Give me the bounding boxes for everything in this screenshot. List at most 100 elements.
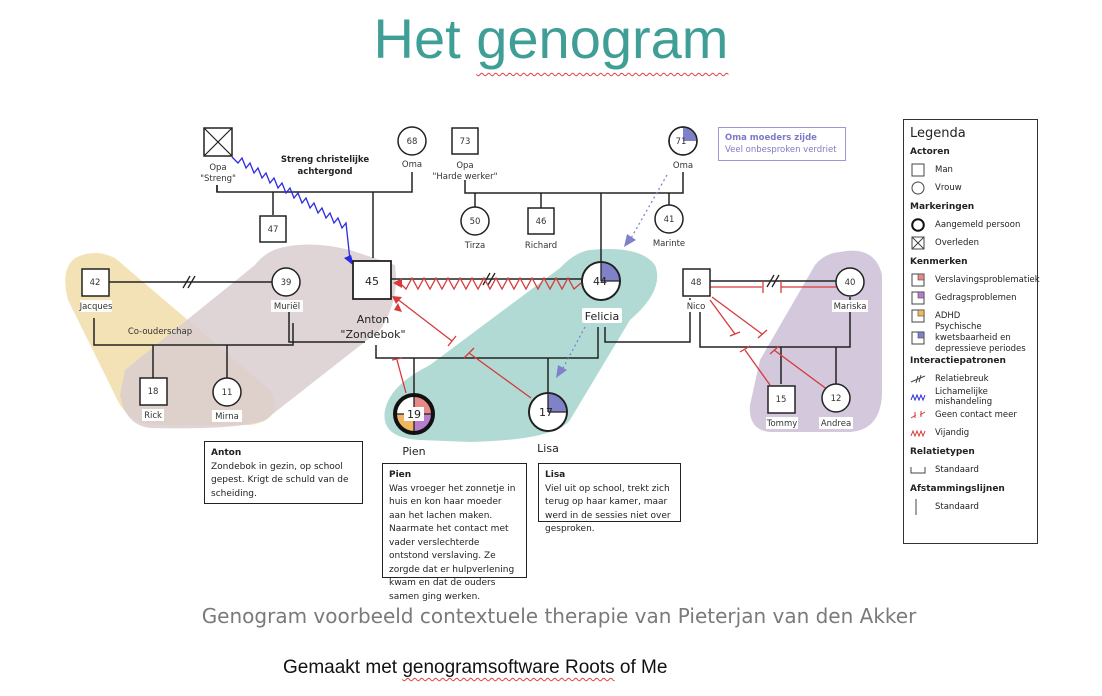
legend-item-afstamming-standaard: Standaard — [910, 498, 1037, 516]
slide-subtitle: Genogram voorbeeld contextuele therapie … — [201, 604, 917, 628]
person-tommy[interactable]: 15 Tommy — [766, 385, 798, 429]
legend-item-relatiebreuk: Relatiebreuk — [910, 370, 1037, 388]
legend-section-afstamming: Afstammingslijnen — [910, 484, 1005, 494]
person-name: Felicia — [585, 310, 619, 323]
legend-item-adhd: ADHD — [910, 307, 1037, 325]
person-age: 46 — [536, 217, 547, 227]
person-name: Tirza — [464, 241, 485, 251]
legend-label: Standaard — [935, 465, 979, 475]
legend-section-relatietypen: Relatietypen — [910, 447, 975, 457]
person-muriel[interactable]: 39 Muriël — [271, 267, 303, 312]
legend-item-psychisch: Psychische kwetsbaarheid en depressieve … — [910, 322, 1037, 354]
note-anton: Anton Zondebok in gezin, op school gepes… — [204, 441, 363, 504]
person-tirza[interactable]: 50 Tirza — [460, 206, 490, 251]
person-opa-streng[interactable]: Opa "Streng" — [200, 127, 236, 184]
crossed-square-icon — [910, 235, 926, 251]
note-heading: Anton — [211, 448, 242, 458]
person-pien[interactable]: 19 Pien — [393, 393, 435, 458]
marker-adhd-icon — [910, 308, 926, 324]
person-age: 40 — [845, 278, 856, 288]
descent-line-icon — [910, 499, 926, 515]
person-anton[interactable]: 45 Anton "Zondebok" — [340, 260, 406, 341]
relationship-line-icon — [910, 462, 926, 478]
callout-text: Veel onbesproken verdriet — [725, 145, 837, 155]
person-name: Rick — [144, 411, 162, 421]
legend-label: Vrouw — [935, 183, 962, 193]
person-name: Marinte — [653, 239, 685, 249]
person-age: 45 — [365, 275, 379, 288]
legend-item-mishandeling: Lichamelijke mishandeling — [910, 387, 1037, 407]
person-name: Richard — [525, 241, 557, 251]
person-rick[interactable]: 18 Rick — [139, 377, 168, 421]
credit-prefix: Gemaakt met — [283, 657, 398, 678]
bold-circle-icon — [910, 217, 926, 233]
person-uncle-47[interactable]: 47 — [259, 215, 287, 243]
note-heading: Lisa — [545, 470, 566, 480]
note-heading: Pien — [389, 470, 412, 480]
person-lisa[interactable]: 17 Lisa — [528, 392, 568, 455]
relationship-break-icon — [910, 371, 926, 387]
person-opa-harde-werker[interactable]: 73 Opa "Harde werker" — [432, 127, 498, 182]
person-marinte[interactable]: 41 Marinte — [653, 204, 685, 249]
person-age: 12 — [831, 394, 842, 404]
person-name: Pien — [402, 445, 425, 458]
legend-item-aangemeld: Aangemeld persoon — [910, 216, 1037, 234]
legend-label: Standaard — [935, 502, 979, 512]
person-age: 42 — [90, 278, 101, 288]
marker-psychisch-icon — [910, 330, 926, 346]
legend-item-vijandig: Vijandig — [910, 424, 1037, 442]
person-age: 71 — [676, 137, 687, 147]
callout-heading: Oma moeders zijde — [725, 133, 817, 143]
legend-section-interactie: Interactiepatronen — [910, 356, 1006, 366]
note-text: Was vroeger het zonnetje in huis en kon … — [389, 483, 516, 602]
legend-label: Verslavingsproblematiek — [935, 275, 1040, 285]
person-nickname: "Zondebok" — [340, 328, 405, 341]
person-age: 73 — [460, 137, 471, 147]
person-age: 47 — [268, 225, 279, 235]
legend-item-gedrag: Gedragsproblemen — [910, 289, 1037, 307]
person-mirna[interactable]: 11 Mirna — [212, 377, 242, 422]
person-felicia[interactable]: 44 Felicia — [581, 261, 622, 323]
person-name: Tommy — [766, 419, 798, 429]
group-felicia-pien-lisa — [384, 249, 658, 442]
annotation-coparenting: Co-ouderschap — [128, 327, 192, 337]
note-text: Viel uit op school, trekt zich terug op … — [545, 483, 671, 535]
person-name: Oma — [673, 161, 693, 171]
title-word-1: Het — [373, 7, 461, 70]
person-oma-paternal[interactable]: 68 Oma — [397, 126, 427, 170]
person-jacques[interactable]: 42 Jacques — [79, 268, 113, 312]
person-name: Muriël — [274, 302, 300, 312]
person-name: Oma — [402, 160, 422, 170]
person-age: 19 — [407, 408, 421, 421]
legend-label: Gedragsproblemen — [935, 293, 1017, 303]
note-pien: Pien Was vroeger het zonnetje in huis en… — [382, 463, 527, 602]
legend-label: Overleden — [935, 238, 980, 248]
person-nico[interactable]: 48 Nico — [682, 268, 711, 312]
legend-item-vrouw: Vrouw — [910, 179, 1037, 197]
person-oma-maternal[interactable]: 71 Oma — [668, 126, 698, 171]
note-text: Zondebok in gezin, op school gepest. Kri… — [211, 461, 349, 499]
marker-verslaving-icon — [910, 272, 926, 288]
person-nickname: "Streng" — [200, 174, 236, 184]
legend-item-relatie-standaard: Standaard — [910, 461, 1037, 479]
person-name: Mariska — [834, 302, 867, 312]
square-icon — [910, 162, 926, 178]
legend-label: Aangemeld persoon — [935, 220, 1021, 230]
title-word-2: genogram — [476, 7, 729, 70]
annotation-background-1: Streng christelijke — [281, 155, 369, 165]
person-age: 48 — [691, 278, 702, 288]
person-mariska[interactable]: 40 Mariska — [832, 267, 868, 312]
person-age: 39 — [281, 278, 292, 288]
person-age: 18 — [148, 387, 159, 397]
person-nickname: "Harde werker" — [432, 172, 497, 182]
legend-section-actoren: Actoren — [910, 147, 950, 157]
person-age: 68 — [407, 137, 418, 147]
hostile-zigzag-icon — [910, 425, 926, 441]
note-lisa: Lisa Viel uit op school, trekt zich teru… — [538, 463, 681, 534]
legend: Legenda Actoren Man Vrouw Markeringen Aa… — [903, 119, 1040, 544]
slide-title: Het genogram — [0, 6, 1102, 71]
person-andrea[interactable]: 12 Andrea — [819, 383, 853, 429]
person-name: Lisa — [537, 442, 559, 455]
person-richard[interactable]: 46 Richard — [525, 207, 557, 251]
